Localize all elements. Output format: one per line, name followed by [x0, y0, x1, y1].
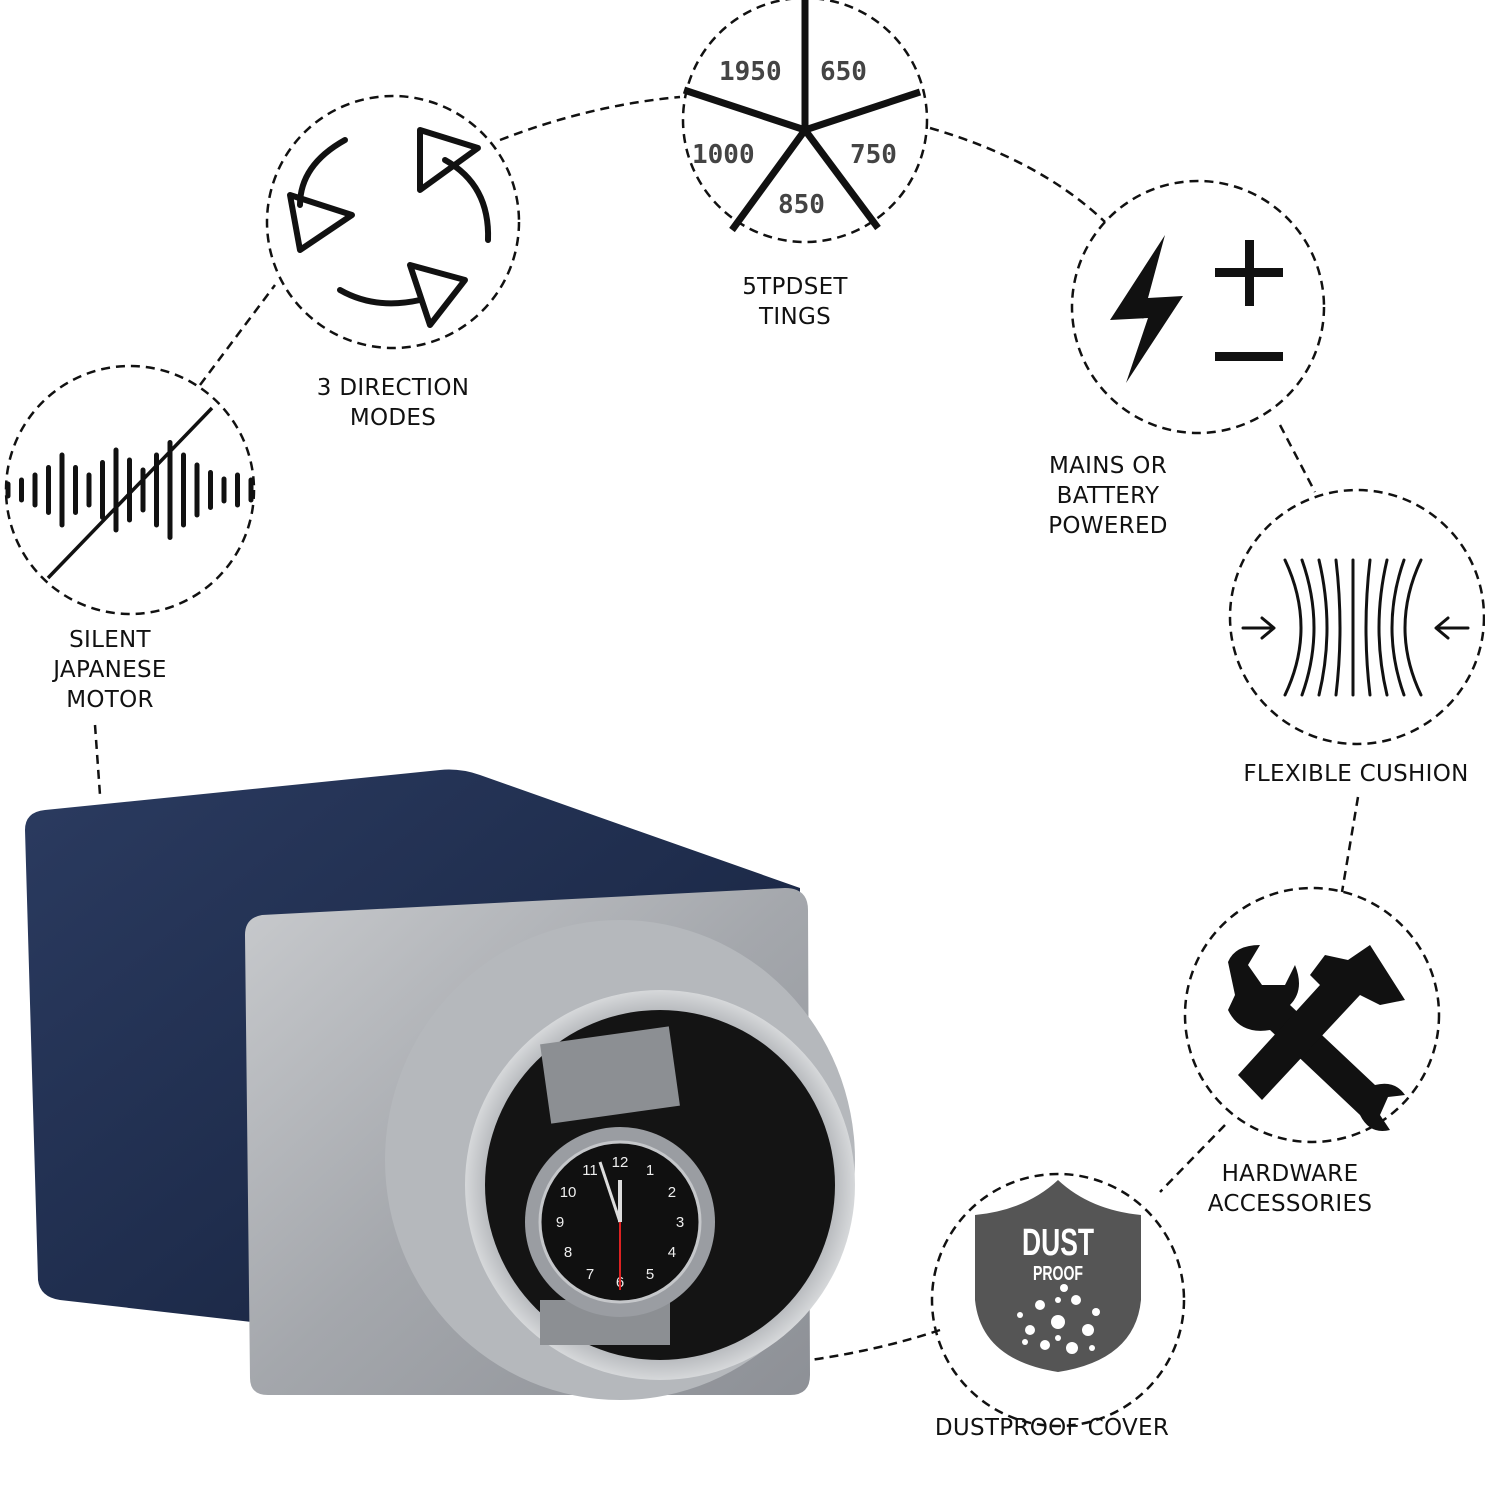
label-silent-motor: SILENT JAPANESE MOTOR [53, 625, 167, 715]
connector-lines [93, 95, 1360, 1362]
label-line: ACCESSORIES [1207, 1191, 1373, 1217]
hardware-circle [1183, 886, 1441, 1144]
dust-particle [1089, 1345, 1095, 1351]
label-line: BATTERY [1056, 483, 1160, 509]
dial-number: 10 [560, 1184, 577, 1201]
compression-cushion-icon [1241, 558, 1470, 697]
tpd-value: 1000 [692, 140, 755, 170]
dust-particle [1025, 1325, 1035, 1335]
tpd-circle [681, 0, 929, 244]
dial-number: 1 [646, 1162, 654, 1179]
label-line: TINGS [759, 304, 831, 330]
lightning-plus-minus-icon [1110, 235, 1283, 383]
cushion-line [1390, 558, 1406, 697]
cushion-line [1300, 558, 1316, 697]
dust-particle [1092, 1308, 1100, 1316]
label-tpd-settings: 5TPDSET TINGS [742, 272, 848, 332]
label-line: MAINS OR [1049, 453, 1167, 479]
label-direction-modes: 3 DIRECTION MODES [317, 373, 469, 433]
dust-proof-shield-icon: DUST PROOF [975, 1180, 1141, 1372]
label-hardware: HARDWARE ACCESSORIES [1208, 1159, 1372, 1219]
dial-number: 3 [676, 1214, 684, 1231]
tpd-value: 850 [778, 190, 825, 220]
power-circle [1070, 179, 1326, 435]
dust-particle [1060, 1284, 1068, 1292]
cushion-line [1334, 558, 1342, 697]
label-line: POWERED [1048, 513, 1168, 539]
label-line: JAPANESE [53, 657, 167, 683]
tpd-value: 750 [850, 140, 897, 170]
cushion-line [1364, 558, 1372, 697]
rotation-arrows-icon [287, 127, 492, 328]
badge-dust: DUST [1022, 1222, 1094, 1264]
dust-particle [1082, 1324, 1094, 1336]
watch-strap [540, 1026, 680, 1124]
dial-number: 5 [646, 1266, 654, 1283]
label-line: 3 DIRECTION [316, 375, 470, 401]
sound-wave-muted-icon [5, 440, 254, 540]
dial-number: 8 [564, 1244, 572, 1261]
label-line: 5TPDSET [742, 274, 848, 300]
label-line: DUSTPROOF COVER [934, 1415, 1170, 1441]
dial-number: 7 [586, 1266, 594, 1283]
dust-particle [1055, 1297, 1061, 1303]
dust-particle [1022, 1339, 1028, 1345]
dust-circle [930, 1172, 1186, 1428]
dust-particle [1066, 1342, 1078, 1354]
badge-proof: PROOF [1033, 1263, 1083, 1285]
wrench-hammer-icon [1228, 945, 1405, 1131]
cushion-circle [1228, 488, 1485, 746]
motor-circle [4, 364, 256, 616]
dial-numbers: 121234567891011 [556, 1154, 684, 1291]
dial-number: 9 [556, 1214, 564, 1231]
tpd-value: 650 [820, 57, 867, 87]
dust-particle [1017, 1312, 1023, 1318]
label-cushion: FLEXIBLE CUSHION [1243, 759, 1468, 789]
label-line: FLEXIBLE CUSHION [1243, 761, 1469, 787]
direction-circle [265, 94, 521, 350]
tpd-wheel-icon: 1950 650 750 850 1000 [682, 0, 922, 233]
dust-particle [1055, 1335, 1061, 1341]
label-line: HARDWARE [1221, 1161, 1359, 1187]
label-line: SILENT [69, 627, 151, 653]
watch-winder-product: 121234567891011 [25, 769, 855, 1400]
dust-particle [1040, 1340, 1050, 1350]
dial-number: 12 [612, 1154, 629, 1171]
dust-particle [1071, 1295, 1081, 1305]
label-line: MODES [349, 405, 437, 431]
mute-slash [46, 406, 214, 580]
label-dustproof: DUSTPROOF COVER [935, 1413, 1169, 1443]
cushion-line [1317, 558, 1329, 697]
dial-number: 2 [668, 1184, 676, 1201]
cushion-line [1377, 558, 1389, 697]
dial-number: 11 [582, 1162, 598, 1179]
dial-number: 4 [668, 1244, 676, 1261]
dust-particle [1035, 1300, 1045, 1310]
label-line: MOTOR [66, 687, 154, 713]
cushion-line [1283, 558, 1303, 697]
tpd-value: 1950 [719, 57, 782, 87]
minute-hand [598, 1161, 622, 1223]
label-power: MAINS OR BATTERY POWERED [1048, 451, 1168, 541]
dust-particle [1051, 1315, 1065, 1329]
cushion-line [1403, 558, 1423, 697]
